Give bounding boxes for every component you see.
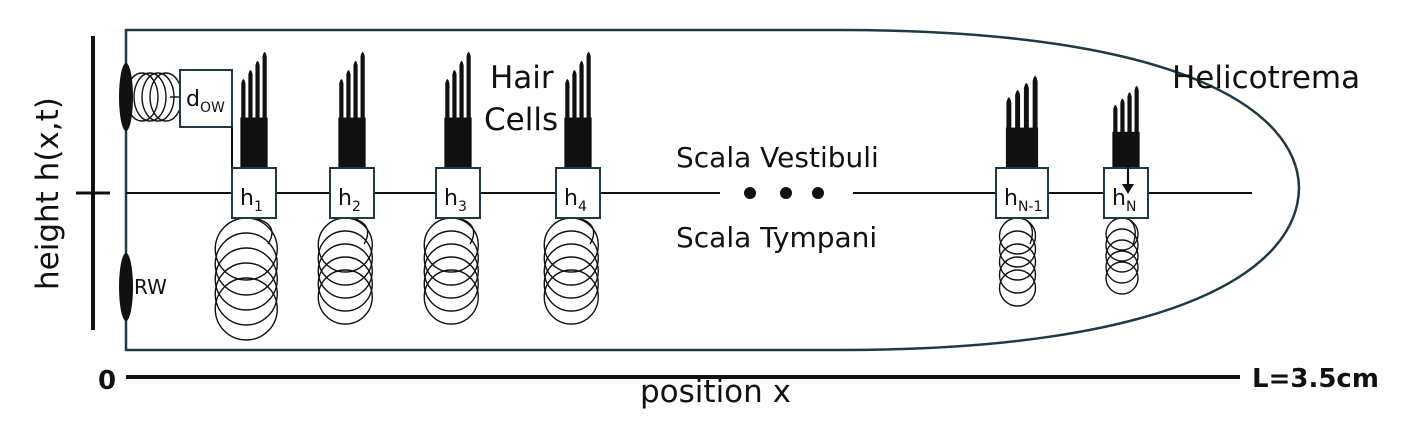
hair-cells-group xyxy=(240,52,1140,168)
segment-label: hN xyxy=(1112,186,1136,215)
coil-spring xyxy=(543,217,599,325)
segment-label: h2 xyxy=(338,186,361,215)
scala-tympani-label: Scala Tympani xyxy=(676,221,877,254)
y-axis-label: height h(x,t) xyxy=(30,97,66,290)
segment-box xyxy=(435,167,481,219)
segment-label: h4 xyxy=(564,186,587,215)
coil-spring xyxy=(423,217,479,325)
segment-label: h3 xyxy=(444,186,467,215)
oval-window-spring xyxy=(125,72,183,122)
oval-window-label: dOW xyxy=(186,87,225,116)
helicotrema-label: Helicotrema xyxy=(1172,60,1360,96)
x-axis: 0 L=3.5cm position x xyxy=(98,364,1379,410)
x-axis-label: position x xyxy=(640,374,791,410)
segment-box xyxy=(995,167,1049,219)
displacement-arrow xyxy=(1122,150,1134,194)
segment-1: h1 xyxy=(231,167,277,219)
segments-group: h1 h2 h3 h4 hN-1 hN xyxy=(231,150,1149,219)
hair-cell-bundle xyxy=(564,52,592,168)
scala-vestibuli-label: Scala Vestibuli xyxy=(676,141,879,174)
segment-2: h2 xyxy=(329,167,375,219)
coil-spring xyxy=(317,217,373,325)
cochlea-outline xyxy=(124,28,1301,352)
segment-label: hN-1 xyxy=(1004,186,1042,215)
oval-window-box xyxy=(179,69,233,128)
x-axis-end-label: L=3.5cm xyxy=(1252,364,1379,394)
segment-5: hN-1 xyxy=(995,167,1049,219)
segment-box xyxy=(231,167,277,219)
y-axis: height h(x,t) xyxy=(30,36,110,330)
segment-box xyxy=(1103,167,1149,219)
x-axis-start-label: 0 xyxy=(98,366,116,396)
hair-cell-bundle xyxy=(1005,76,1039,168)
hair-cell-bundle xyxy=(444,52,472,168)
segment-6: hN xyxy=(1103,150,1149,219)
round-window-membrane xyxy=(119,253,133,321)
ellipsis-dots xyxy=(744,187,824,199)
coil-spring xyxy=(998,217,1037,307)
segment-box xyxy=(329,167,375,219)
hair-cell-bundle xyxy=(240,52,268,168)
round-window: RW xyxy=(119,253,167,321)
hair-cell-bundle xyxy=(338,52,366,168)
round-window-label: RW xyxy=(134,275,167,299)
springs-group xyxy=(214,217,1139,341)
segment-4: h4 xyxy=(555,167,601,219)
coil-spring xyxy=(1105,217,1139,295)
segment-label: h1 xyxy=(240,186,263,215)
coil-spring xyxy=(214,217,278,341)
hair-cells-label-line1: Hair xyxy=(490,60,554,96)
oval-window: dOW xyxy=(119,63,233,193)
segment-3: h3 xyxy=(435,167,481,219)
hair-cell-bundle xyxy=(1112,86,1140,168)
hair-cells-label-line2: Cells xyxy=(484,102,558,138)
segment-box xyxy=(555,167,601,219)
